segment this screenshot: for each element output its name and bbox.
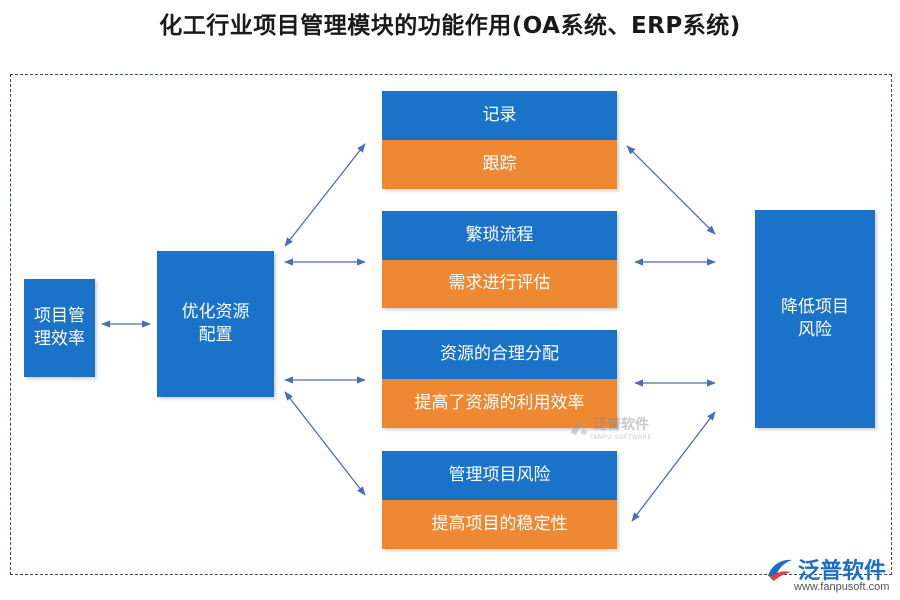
- node-optimize-resources-label: 优化资源配置: [181, 302, 250, 345]
- stack-risk: 管理项目风险 提高项目的稳定性: [382, 451, 617, 549]
- stack-record-top: 记录: [382, 91, 617, 140]
- arrow-optimize-risk: [284, 391, 366, 496]
- stack-process: 繁琐流程 需求进行评估: [382, 211, 617, 308]
- node-reduce-risk-label: 降低项目风险: [781, 297, 849, 340]
- stack-allocation-bottom: 提高了资源的利用效率: [382, 379, 617, 428]
- node-optimize-resources: 优化资源配置: [157, 251, 274, 397]
- stack-record: 记录 跟踪: [382, 91, 617, 189]
- stack-process-bottom: 需求进行评估: [382, 259, 617, 308]
- stack-process-top: 繁琐流程: [382, 211, 617, 260]
- diagram-frame: [10, 74, 892, 575]
- node-reduce-risk: 降低项目风险: [755, 210, 875, 428]
- arrow-optimize-record: [284, 143, 366, 247]
- watermark: 泛普软件 FANPU SOFTWARE: [568, 414, 652, 441]
- brand-url: www.fanpusoft.com: [794, 581, 890, 593]
- stack-risk-bottom: 提高项目的稳定性: [382, 500, 617, 549]
- brand-logo-icon: [768, 559, 792, 581]
- arrow-record-reduce: [626, 145, 716, 235]
- watermark-sub: FANPU SOFTWARE: [590, 434, 652, 441]
- page-title: 化工行业项目管理模块的功能作用(OA系统、ERP系统): [159, 13, 741, 39]
- stack-allocation-top: 资源的合理分配: [382, 330, 617, 379]
- stack-record-bottom: 跟踪: [382, 140, 617, 189]
- brand-name: 泛普软件: [798, 559, 887, 584]
- arrow-risk-reduce: [631, 411, 716, 522]
- brand-logo: 泛普软件: [766, 553, 886, 585]
- watermark-name: 泛普软件: [593, 417, 649, 433]
- node-project-efficiency: 项目管理效率: [24, 279, 95, 377]
- node-project-efficiency-label: 项目管理效率: [34, 306, 85, 349]
- stack-allocation: 资源的合理分配 提高了资源的利用效率: [382, 330, 617, 428]
- watermark-logo-icon: [571, 421, 587, 435]
- stack-risk-top: 管理项目风险: [382, 451, 617, 500]
